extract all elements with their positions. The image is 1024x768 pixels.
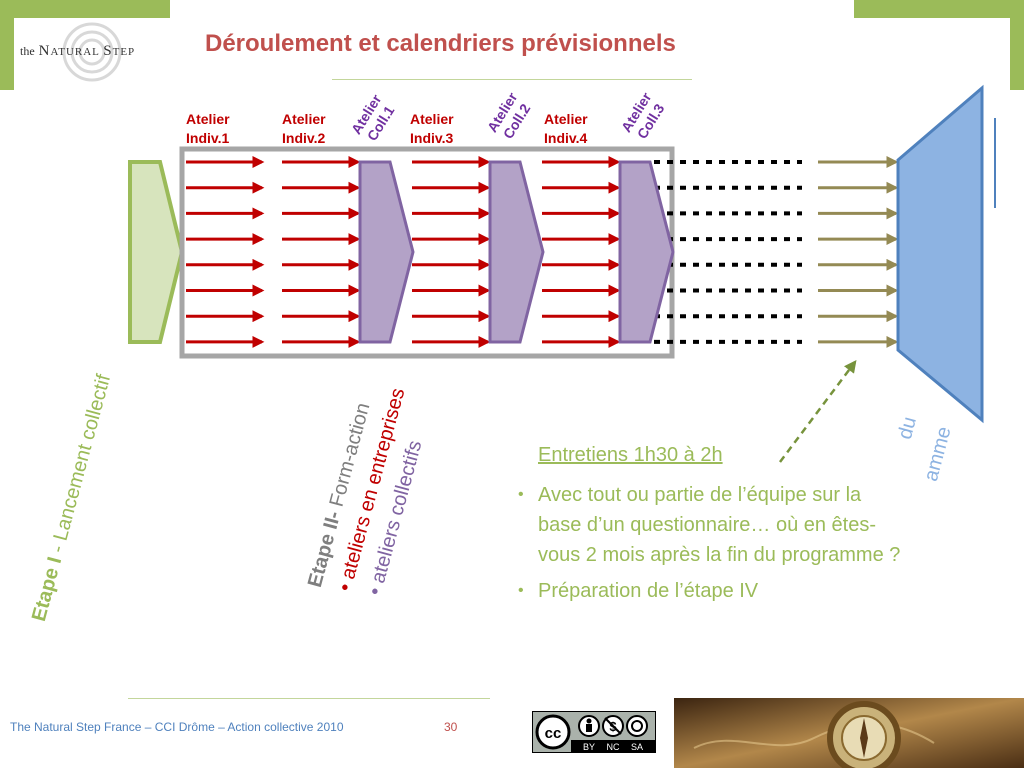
interview-bullet-1: Avec tout ou partie de l’équipe sur la b…: [518, 480, 908, 570]
creative-commons-badge: cc $ BY NC SA: [532, 711, 656, 753]
logo: the NATURAL STEP: [20, 42, 135, 60]
title-divider: [332, 79, 692, 80]
olive-arrows: [818, 156, 899, 348]
label-atelier-indiv-4: Atelier Indiv.4: [544, 110, 588, 148]
logo-the: the: [20, 44, 35, 58]
corner-accent-right: [854, 0, 1024, 18]
label-atelier-indiv-1-line2: Indiv.1: [186, 130, 230, 146]
logo-brand-n: N: [38, 43, 51, 59]
logo-brand-rest2: TEP: [112, 46, 136, 58]
label-atelier-indiv-1-line1: Atelier: [186, 111, 230, 127]
final-stage-trapezoid: [896, 84, 984, 424]
cc-nc: NC: [607, 742, 620, 752]
cc-by: BY: [583, 742, 595, 752]
page-title: Déroulement et calendriers prévisionnels: [205, 30, 676, 57]
sa-share-icon: [626, 715, 648, 737]
interview-bullet-list: Avec tout ou partie de l’équipe sur la b…: [518, 480, 908, 606]
stage1-chevron: [128, 160, 185, 344]
label-atelier-indiv-3-line2: Indiv.3: [410, 130, 454, 146]
logo-spiral-icon: [62, 22, 122, 82]
page-number: 30: [444, 720, 458, 734]
logo-area: [14, 18, 170, 88]
program-frame: [179, 146, 675, 359]
collective-chevron-1: [358, 160, 415, 344]
dotted-extension-lines: [654, 160, 802, 344]
label-atelier-indiv-2-line1: Atelier: [282, 111, 326, 127]
footer-divider: [128, 698, 490, 699]
logo-brand-s: S: [103, 43, 113, 59]
label-atelier-indiv-2-line2: Indiv.2: [282, 130, 326, 146]
cc-sa: SA: [631, 742, 643, 752]
label-atelier-indiv-4-line2: Indiv.4: [544, 130, 588, 146]
label-atelier-indiv-3: Atelier Indiv.3: [410, 110, 454, 148]
collective-chevron-2: [488, 160, 545, 344]
logo-brand-rest1: ATURAL: [50, 46, 104, 58]
corner-accent-left: [0, 0, 170, 18]
process-diagram: [128, 84, 984, 463]
label-atelier-indiv-2: Atelier Indiv.2: [282, 110, 326, 148]
compass-map-photo: [674, 698, 1024, 768]
cc-license-icon: cc $ BY NC SA: [533, 712, 655, 752]
label-atelier-indiv-4-line1: Atelier: [544, 111, 588, 127]
interview-heading: Entretiens 1h30 à 2h: [538, 444, 723, 466]
individual-workshop-arrows: [186, 156, 621, 348]
logo-brand: NATURAL STEP: [39, 43, 135, 59]
interview-link-arrow: [779, 360, 857, 463]
right-accent-bar: [994, 118, 996, 208]
label-atelier-indiv-1: Atelier Indiv.1: [186, 110, 230, 148]
cc-text: cc: [545, 725, 562, 742]
footer-text: The Natural Step France – CCI Drôme – Ac…: [10, 720, 344, 734]
label-atelier-indiv-3-line1: Atelier: [410, 111, 454, 127]
corner-accent-right-side: [1010, 0, 1024, 90]
corner-accent-left-side: [0, 0, 14, 90]
collective-chevron-3: [618, 160, 675, 344]
interview-bullet-2: Préparation de l’étape IV: [518, 576, 908, 606]
